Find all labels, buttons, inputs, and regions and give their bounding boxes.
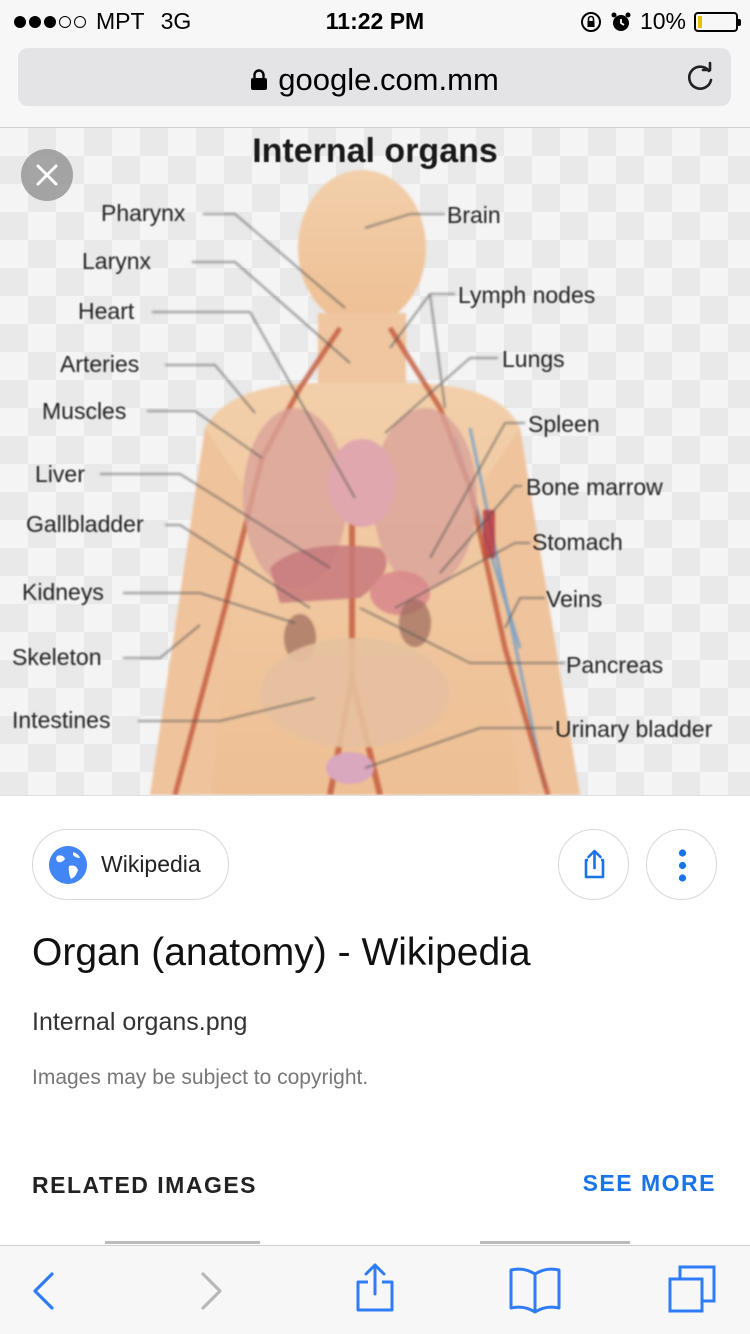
source-chip[interactable]: Wikipedia	[32, 829, 229, 900]
close-button[interactable]	[21, 149, 73, 201]
label-liver: Liver	[35, 461, 85, 487]
right-kidney-shape	[399, 599, 431, 647]
result-title[interactable]: Organ (anatomy) - Wikipedia	[32, 931, 531, 974]
carrier-label: MPT	[96, 8, 145, 34]
label-urinary-bladder: Urinary bladder	[555, 716, 713, 742]
label-arteries: Arteries	[60, 351, 140, 377]
browser-address-area: google.com.mm	[0, 40, 750, 128]
label-pharynx: Pharynx	[101, 200, 186, 226]
file-name: Internal organs.png	[32, 1008, 248, 1036]
bladder-shape	[326, 752, 374, 784]
battery-percent: 10%	[639, 8, 686, 34]
intestines-shape	[260, 638, 450, 748]
label-kidneys: Kidneys	[22, 579, 104, 605]
label-skeleton: Skeleton	[12, 644, 102, 670]
leader-lines-right	[359, 213, 565, 769]
status-bar: MPT 3G 11:22 PM 10%	[0, 0, 750, 40]
source-label: Wikipedia	[101, 851, 201, 877]
right-lung-shape	[373, 408, 477, 588]
left-lung-shape	[243, 408, 347, 588]
label-larynx: Larynx	[82, 248, 152, 274]
liver-shape	[270, 545, 387, 603]
right-arm-shape	[480, 428, 580, 795]
battery-icon	[694, 11, 741, 32]
network-label: 3G	[160, 8, 192, 34]
share-button[interactable]	[558, 829, 629, 900]
more-vertical-icon	[678, 849, 687, 882]
status-right: 10%	[580, 8, 741, 35]
status-time: 11:22 PM	[325, 8, 425, 34]
status-left: MPT 3G	[14, 8, 191, 35]
alarm-icon	[611, 12, 631, 31]
share-icon[interactable]	[350, 1262, 400, 1312]
label-bone-marrow: Bone marrow	[526, 474, 663, 500]
label-muscles: Muscles	[42, 398, 127, 424]
reload-icon[interactable]	[683, 60, 717, 94]
bookmarks-icon[interactable]	[508, 1264, 562, 1314]
label-spleen: Spleen	[528, 411, 600, 437]
leader-lines-left	[100, 213, 356, 722]
related-images-heading: RELATED IMAGES	[32, 1172, 258, 1198]
neck-shape	[318, 313, 406, 393]
globe-icon	[49, 845, 87, 884]
orientation-lock-icon	[580, 11, 601, 32]
label-pancreas: Pancreas	[566, 652, 664, 678]
related-thumbnail-edge[interactable]	[480, 1241, 630, 1244]
image-viewer[interactable]: Internal organs Pharynx Larynx Heart Art…	[0, 128, 750, 795]
label-intestines: Intestines	[12, 707, 111, 733]
signal-strength-icon	[14, 15, 86, 28]
label-gallbladder: Gallbladder	[26, 511, 144, 537]
diagram-title: Internal organs	[252, 132, 498, 170]
head-shape	[298, 170, 426, 326]
image-info-panel: Wikipedia Organ (anatomy) - Wikipedia In…	[0, 795, 750, 1245]
share-icon	[584, 849, 605, 879]
left-arm-shape	[150, 428, 245, 795]
label-veins: Veins	[546, 586, 603, 612]
more-options-button[interactable]	[646, 829, 717, 900]
url-text: google.com.mm	[278, 62, 499, 97]
see-more-link[interactable]: SEE MORE	[582, 1170, 716, 1196]
related-thumbnail-edge[interactable]	[105, 1241, 260, 1244]
forward-icon[interactable]	[185, 1266, 235, 1316]
label-brain: Brain	[447, 202, 501, 228]
address-bar[interactable]: google.com.mm	[18, 48, 731, 106]
heart-shape	[328, 439, 396, 527]
label-heart: Heart	[78, 298, 135, 324]
browser-toolbar	[0, 1245, 750, 1334]
back-icon[interactable]	[20, 1266, 70, 1316]
copyright-notice: Images may be subject to copyright.	[32, 1066, 369, 1089]
tabs-icon[interactable]	[667, 1264, 717, 1314]
label-lymph-nodes: Lymph nodes	[458, 282, 596, 308]
anatomy-diagram	[100, 170, 580, 795]
label-stomach: Stomach	[532, 529, 623, 555]
lock-icon	[251, 69, 268, 90]
close-icon	[36, 164, 58, 186]
label-lungs: Lungs	[502, 346, 565, 372]
